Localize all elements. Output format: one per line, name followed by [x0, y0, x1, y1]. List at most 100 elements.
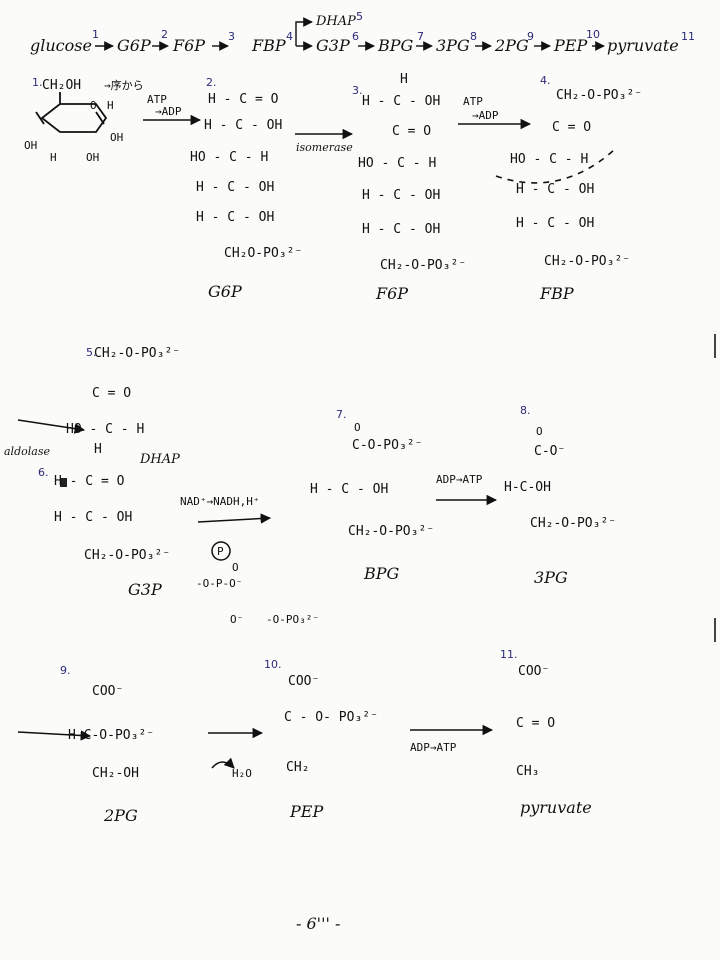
water-label: H₂O — [232, 767, 252, 780]
formula-line: O — [354, 421, 361, 434]
formula-line: H - C - OH — [516, 182, 595, 197]
pathway-2pg: 2PG — [495, 36, 529, 55]
formula-line: CH₂-O-PO₃²⁻ — [380, 258, 467, 273]
pathway-dhap: DHAP — [316, 14, 356, 29]
pathway-pep: PEP — [554, 36, 588, 55]
step-mark: 8 — [470, 30, 477, 43]
formula-line: CH₂-O-PO₃²⁻ — [530, 516, 617, 531]
page-number: - 6''' - — [296, 914, 341, 933]
scan-edge-mark — [714, 618, 716, 642]
formula-line: HO - C - H — [190, 150, 269, 165]
step-number: 7. — [336, 408, 347, 421]
glucose-ch2oh: CH₂OH — [42, 78, 82, 93]
3pg-label: 3PG — [534, 568, 568, 587]
scribble-mark — [60, 478, 67, 487]
step-number: 6. — [38, 466, 49, 479]
formula-line: H - C - OH — [362, 222, 441, 237]
phosphate-circle — [211, 541, 231, 561]
scan-edge-mark — [714, 334, 716, 358]
formula-line: CH₂ — [286, 760, 310, 775]
formula-line: C = O — [552, 120, 592, 135]
formula-line: H — [400, 72, 408, 87]
formula-line: CH₂-O-PO₃²⁻ — [84, 548, 171, 563]
glucose-ring — [35, 92, 108, 133]
step-number: 1. — [32, 76, 43, 89]
step-mark: 5 — [356, 10, 363, 23]
glucose-oh: OH — [110, 131, 124, 144]
step-mark: 3 — [228, 30, 235, 43]
arrow-label-nad: NAD⁺→NADH,H⁺ — [180, 495, 260, 508]
formula-line: -O-P-O⁻ — [196, 577, 243, 590]
formula-line: O⁻ — [230, 613, 244, 626]
formula-line: H - C - OH — [362, 94, 441, 109]
formula-line: CH₂-OH — [92, 766, 139, 781]
formula-line: H - C = O — [54, 474, 125, 489]
formula-line: HO - C - H — [358, 156, 437, 171]
2pg-label: 2PG — [104, 806, 138, 825]
fbp-label: FBP — [540, 284, 574, 303]
pathway-fbp: FBP — [252, 36, 286, 55]
pep-label: PEP — [290, 802, 324, 821]
formula-line: CH₂-O-PO₃²⁻ — [544, 254, 631, 269]
pathway-3pg: 3PG — [436, 36, 470, 55]
formula-line: C = O — [392, 124, 432, 139]
step-mark: 7 — [417, 30, 424, 43]
step-mark: 11 — [681, 30, 695, 43]
pi-symbol: P — [217, 545, 224, 558]
formula-line: CH₂-O-PO₃²⁻ — [348, 524, 435, 539]
pathway-pyruvate: pyruvate — [607, 36, 679, 55]
formula-line: H-C-O-PO₃²⁻ — [68, 728, 155, 743]
pyruvate-label: pyruvate — [520, 798, 592, 817]
arrow-label-atp: ATP — [463, 95, 483, 108]
pathway-bpg: BPG — [378, 36, 414, 55]
step-number: 2. — [206, 76, 217, 89]
formula-line: HO - C - H — [66, 422, 145, 437]
arrow-label-adp-atp: ADP→ATP — [410, 741, 457, 754]
formula-line: H - C - OH — [196, 180, 275, 195]
step-number: 10. — [264, 658, 282, 671]
phosphate-tail: -O-PO₃²⁻ — [266, 613, 319, 626]
formula-line: CH₃ — [516, 764, 540, 779]
formula-line: H - C - OH — [516, 216, 595, 231]
pathway-arrows — [95, 17, 605, 51]
dhap-label: DHAP — [140, 452, 180, 467]
cleavage-dashed-line — [495, 149, 615, 184]
formula-line: C-O-PO₃²⁻ — [352, 438, 423, 453]
formula-line: H - C - OH — [362, 188, 441, 203]
step-mark: 4 — [286, 30, 293, 43]
g3p-label: G3P — [128, 580, 162, 599]
step-number: 8. — [520, 404, 531, 417]
step-number: 11. — [500, 648, 518, 661]
formula-line: H - C = O — [208, 92, 279, 107]
pathway-f6p: F6P — [173, 36, 206, 55]
step-mark: 2 — [161, 28, 168, 41]
formula-line: H - C - OH — [196, 210, 275, 225]
g6p-label: G6P — [208, 282, 242, 301]
formula-line: CH₂-O-PO₃²⁻ — [556, 88, 643, 103]
bpg-label: BPG — [364, 564, 400, 583]
formula-line: CH₂-O-PO₃²⁻ — [94, 346, 181, 361]
glucose-note: →序から — [104, 79, 144, 92]
formula-line: H - C - OH — [310, 482, 389, 497]
formula-line: COO⁻ — [288, 674, 320, 689]
isomerase-label: isomerase — [296, 141, 353, 154]
glucose-h: H — [50, 151, 57, 164]
formula-line: C-O⁻ — [534, 444, 566, 459]
step-mark: 10 — [586, 28, 600, 41]
formula-line: CH₂O-PO₃²⁻ — [224, 246, 303, 261]
step-number: 4. — [540, 74, 551, 87]
formula-line: H - C - OH — [54, 510, 133, 525]
formula-line: H - C - OH — [204, 118, 283, 133]
formula-line: C = O — [516, 716, 556, 731]
formula-line: O — [536, 425, 543, 438]
step-number: 3. — [352, 84, 363, 97]
formula-line: C = O — [92, 386, 132, 401]
reaction-arrows — [17, 114, 532, 769]
formula-line: HO - C - H — [510, 152, 589, 167]
glucose-oh: OH — [86, 151, 100, 164]
pathway-glucose: glucose — [30, 36, 92, 55]
f6p-label: F6P — [376, 284, 409, 303]
pathway-g6p: G6P — [117, 36, 151, 55]
glucose-oh: OH — [24, 139, 38, 152]
